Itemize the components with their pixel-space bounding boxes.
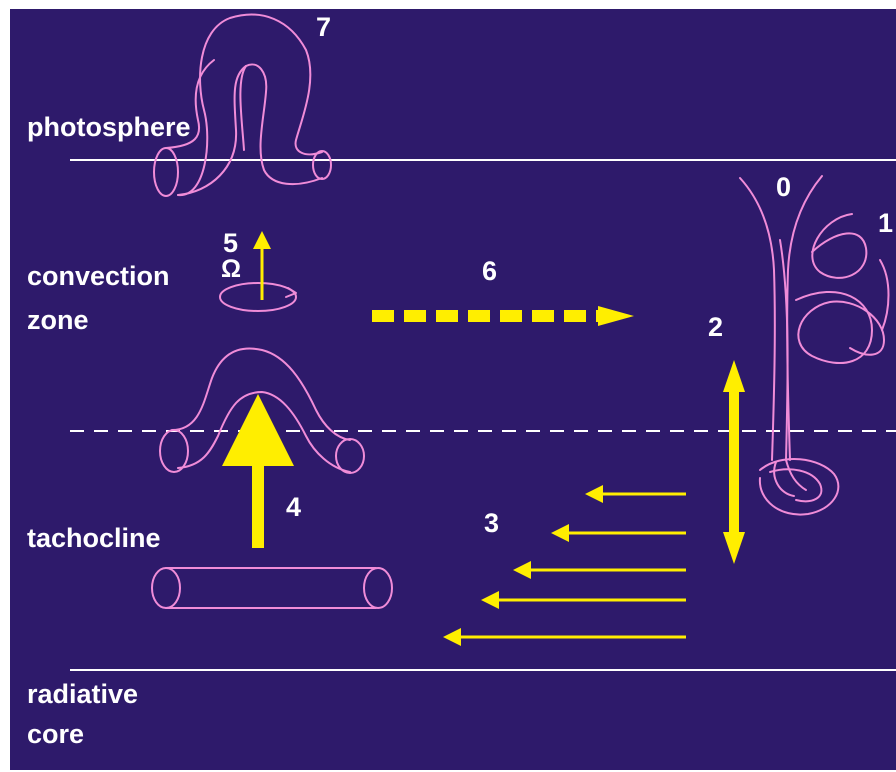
step-1: 1 xyxy=(878,208,893,238)
label-tachocline: tachocline xyxy=(27,523,161,553)
label-photosphere: photosphere xyxy=(27,112,191,142)
step-3: 3 xyxy=(484,508,499,538)
label-radiative: radiative xyxy=(27,679,138,709)
step-6: 6 xyxy=(482,256,497,286)
label-zone: zone xyxy=(27,305,89,335)
step-2: 2 xyxy=(708,312,723,342)
label-convection: convection xyxy=(27,261,170,291)
label-core: core xyxy=(27,719,84,749)
step-4: 4 xyxy=(286,492,301,522)
step-0: 0 xyxy=(776,172,791,202)
omega-symbol: Ω xyxy=(221,255,241,283)
step-5: 5 xyxy=(223,228,238,258)
step-7: 7 xyxy=(316,12,331,42)
